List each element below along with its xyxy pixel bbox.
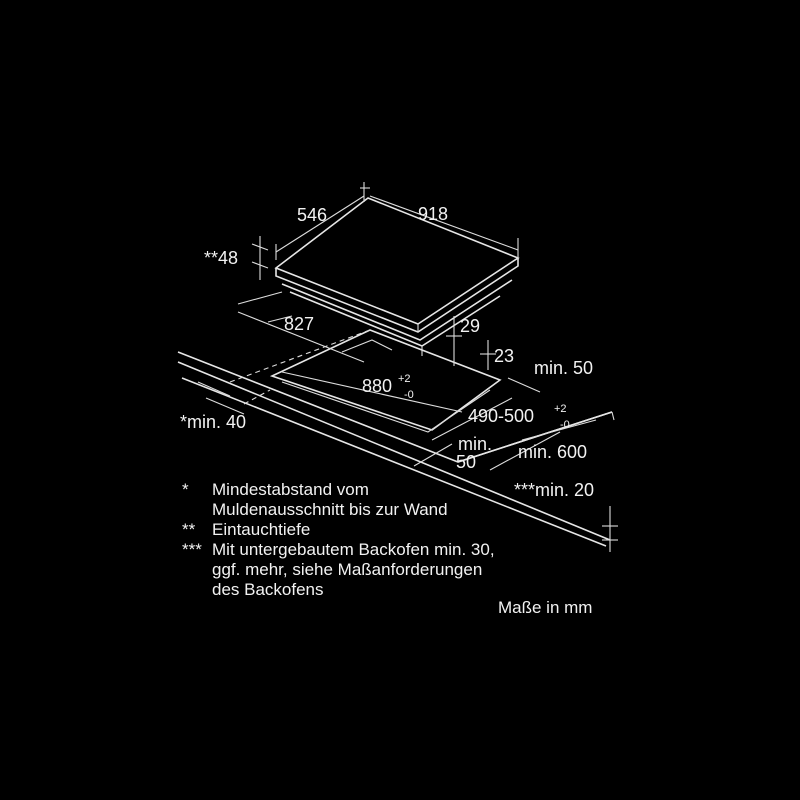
hob-body bbox=[281, 279, 513, 356]
legend-symbol: ** bbox=[182, 520, 196, 539]
label-880-tol-plus: +2 bbox=[398, 373, 411, 385]
label-23: 23 bbox=[494, 346, 514, 366]
units-note: Maße in mm bbox=[498, 598, 593, 617]
legend-text: Eintauchtiefe bbox=[212, 520, 311, 539]
label-min600: min. 600 bbox=[518, 442, 587, 462]
label-min50-back: min. 50 bbox=[534, 358, 593, 378]
label-918: 918 bbox=[418, 204, 448, 224]
label-min50-front-2: 50 bbox=[456, 452, 476, 472]
dim-546: 546 bbox=[275, 182, 370, 260]
legend-symbol: * bbox=[182, 480, 189, 499]
label-880-tol-minus: -0 bbox=[404, 389, 414, 401]
dim-490-500: 490-500 +2 -0 bbox=[431, 397, 570, 441]
label-min40: *min. 40 bbox=[180, 412, 246, 432]
dim-min600: min. 600 bbox=[489, 419, 597, 471]
legend: * Mindestabstand vom Muldenausschnitt bi… bbox=[182, 480, 495, 600]
legend-text: Mindestabstand vom Muldenausschnitt bis … bbox=[212, 480, 448, 519]
label-490-500-tol-plus: +2 bbox=[554, 403, 567, 415]
dim-48: **48 bbox=[204, 236, 269, 280]
label-48: **48 bbox=[204, 248, 238, 268]
label-29: 29 bbox=[460, 316, 480, 336]
legend-symbol: *** bbox=[182, 540, 202, 559]
legend-item: ** Eintauchtiefe bbox=[182, 520, 495, 540]
label-min50-front-1: min. bbox=[458, 434, 492, 454]
label-880: 880 bbox=[362, 376, 392, 396]
dim-min50-front: min. 50 bbox=[413, 434, 492, 472]
dim-min50-back: min. 50 bbox=[507, 358, 593, 393]
label-827: 827 bbox=[284, 314, 314, 334]
hob-plate bbox=[274, 197, 520, 333]
dim-29-23: 29 23 bbox=[446, 316, 514, 370]
dim-880: 880 +2 -0 bbox=[281, 371, 463, 413]
label-490-500: 490-500 bbox=[468, 406, 534, 426]
legend-item: *** Mit untergebautem Backofen min. 30, … bbox=[182, 540, 495, 600]
worktop-cutout bbox=[229, 329, 502, 433]
legend-item: * Mindestabstand vom Muldenausschnitt bi… bbox=[182, 480, 495, 520]
dim-min40: *min. 40 bbox=[180, 381, 246, 432]
legend-text: Mit untergebautem Backofen min. 30, ggf.… bbox=[212, 540, 495, 599]
dim-min20: ***min. 20 bbox=[514, 480, 618, 552]
dim-827: 827 bbox=[237, 291, 365, 363]
dim-918: 918 bbox=[369, 195, 519, 258]
label-490-500-tol-minus: -0 bbox=[560, 419, 570, 431]
label-546: 546 bbox=[297, 205, 327, 225]
label-min20: ***min. 20 bbox=[514, 480, 594, 500]
